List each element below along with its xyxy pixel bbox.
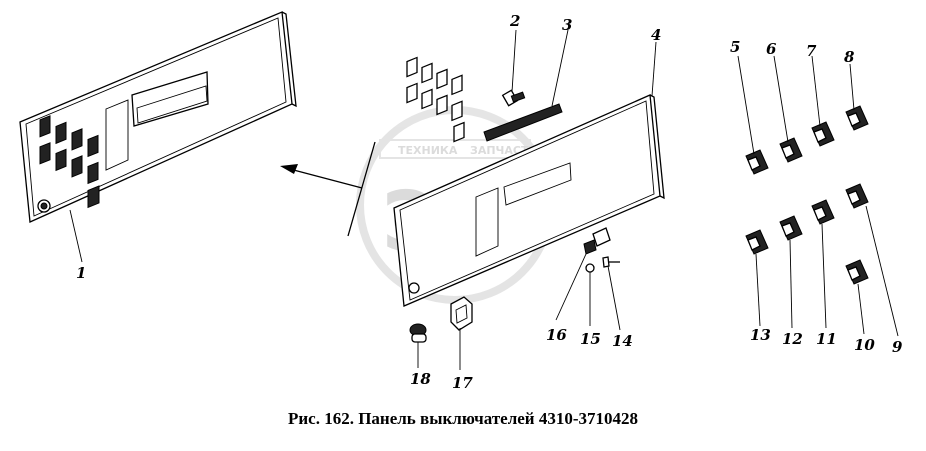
switch-9 [845,183,869,209]
face-switch-openings [406,56,465,143]
label-4: 4 [651,26,661,44]
label-10: 10 [854,336,875,354]
figure-caption: Рис. 162. Панель выключателей 4310-37104… [288,409,638,428]
face-display-window [475,187,499,257]
label-11: 11 [816,330,837,348]
clip [583,227,611,255]
label-2: 2 [509,12,520,30]
switch-block [450,296,473,331]
switch-7 [811,121,835,147]
arrow [280,141,376,237]
slot-window [131,71,209,127]
watermark-text-1: ТЕХНИКА [398,144,458,157]
label-7: 7 [806,42,817,60]
switch-11 [811,199,835,225]
switch-grid [39,115,100,209]
switch-8 [845,105,869,131]
label-8: 8 [844,48,855,66]
strip [483,103,563,142]
switch-10 [845,259,869,285]
switch-5 [745,149,769,175]
label-13: 13 [750,326,771,344]
switch-6 [779,137,803,163]
label-3: 3 [562,16,572,34]
label-16: 16 [546,326,567,344]
face-lamp-hole [408,282,420,294]
label-12: 12 [782,330,803,348]
face-panel-outline [393,94,661,307]
switches [745,105,869,285]
switch-12 [779,215,803,241]
label-17: 17 [452,374,473,392]
part-number-labels: 1 2 3 4 5 6 7 8 9 10 11 12 13 14 15 16 1… [76,12,903,392]
bolt [602,256,620,268]
label-9: 9 [892,338,903,356]
leader-lines [69,29,899,370]
switch-13 [745,229,769,255]
assembled-panel [19,11,297,223]
face-slot-window [503,162,572,206]
washer [585,263,595,273]
screw [501,89,526,107]
lamp [409,323,427,343]
label-18: 18 [410,370,431,388]
label-14: 14 [612,332,633,350]
label-6: 6 [766,40,777,58]
label-5: 5 [730,38,740,56]
display-window [105,99,129,171]
label-15: 15 [580,330,601,348]
face-panel [393,56,665,307]
label-1: 1 [76,264,86,282]
